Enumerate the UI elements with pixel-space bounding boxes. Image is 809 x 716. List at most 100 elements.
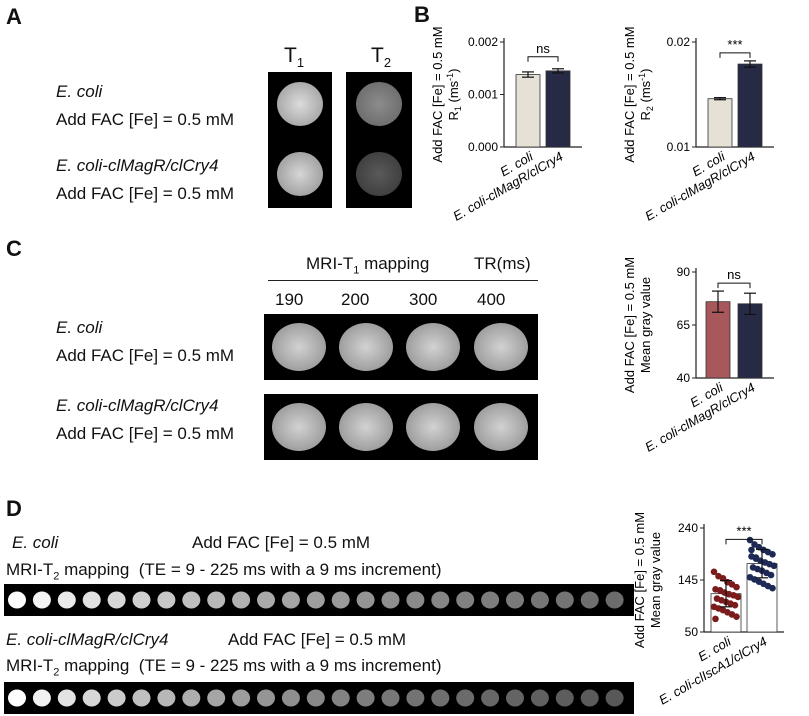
d-ecoli-phantom xyxy=(456,591,475,609)
d-ecoli-phantom xyxy=(32,591,51,609)
d-ecoli-phantom xyxy=(57,591,76,609)
phantom-c-ecoli-200 xyxy=(339,323,393,371)
phantom-a-ecoli-t2 xyxy=(356,82,402,126)
significance-label: ns xyxy=(536,41,550,56)
d-mutant-phantom xyxy=(8,689,26,707)
d-ecoli-phantom xyxy=(207,591,226,609)
a-row1-condition: Add FAC [Fe] = 0.5 mM xyxy=(56,110,235,129)
panel-label-a: A xyxy=(6,4,22,29)
data-point xyxy=(770,562,778,570)
c-tr-label: TR(ms) xyxy=(474,254,531,273)
y-axis-label-line1: Add FAC [Fe] = 0.5 mM xyxy=(634,512,647,648)
panel-label-d: D xyxy=(6,496,22,521)
data-point xyxy=(734,593,742,601)
data-point xyxy=(746,536,754,544)
data-point xyxy=(710,568,718,576)
data-point xyxy=(748,546,755,554)
d-mutant-phantom xyxy=(82,689,101,707)
data-point xyxy=(733,583,740,591)
significance-label: *** xyxy=(727,37,742,52)
d-ecoli-phantom xyxy=(406,591,425,609)
d-ecoli-strip xyxy=(4,584,634,616)
data-point xyxy=(716,587,724,594)
d-mutant-phantom xyxy=(406,689,425,707)
d-mutant-phantom xyxy=(281,689,300,707)
y-tick-label: 40 xyxy=(677,371,691,385)
d-mutant-phantom xyxy=(331,689,350,707)
col-header-t2: T2 xyxy=(371,44,392,71)
a-row1-strain: E. coli xyxy=(56,82,103,101)
d-mutant-phantom xyxy=(580,689,599,707)
d-mutant-phantom xyxy=(157,689,176,707)
d-mutant-phantom xyxy=(207,689,226,707)
d-row2-mapping: MRI-T2 mapping (TE = 9 - 225 ms with a 9… xyxy=(6,656,442,679)
data-point xyxy=(769,550,776,558)
y-axis-label-line1: Add FAC [Fe] = 0.5 mM xyxy=(622,26,637,162)
c-header-rule xyxy=(268,280,538,281)
d-mutant-phantom xyxy=(132,689,151,707)
data-point xyxy=(767,571,775,579)
d-mutant-phantom xyxy=(456,689,475,707)
c-tr-190: 190 xyxy=(275,290,304,309)
d-row1-mapping: MRI-T2 mapping (TE = 9 - 225 ms with a 9… xyxy=(6,560,442,583)
y-tick-label: 50 xyxy=(685,625,699,639)
data-point xyxy=(769,584,776,592)
panel-label-b: B xyxy=(414,2,430,27)
c-tr-200: 200 xyxy=(341,290,370,309)
d-mutant-phantom xyxy=(107,689,126,707)
d-row2-strain: E. coli-clMagR/clCry4 xyxy=(6,630,169,649)
d-mutant-phantom xyxy=(232,689,251,707)
d-ecoli-phantom xyxy=(331,591,350,609)
phantom-a-ecoli-t1 xyxy=(277,82,323,126)
d-mutant-phantom xyxy=(182,689,201,707)
d-mutant-phantom xyxy=(555,689,574,707)
y-axis-label-line2: Mean gray value xyxy=(638,277,653,373)
d-ecoli-phantom xyxy=(481,591,500,609)
d-mutant-strip xyxy=(4,682,634,714)
significance-bracket xyxy=(719,52,751,58)
data-point xyxy=(752,554,760,561)
a-row2-strain: E. coli-clMagR/clCry4 xyxy=(56,156,219,175)
y-tick-label: 240 xyxy=(678,521,698,535)
d-ecoli-phantom xyxy=(8,591,26,609)
c-row1-condition: Add FAC [Fe] = 0.5 mM xyxy=(56,346,235,365)
bar-1 xyxy=(737,303,763,379)
d-mutant-phantom xyxy=(605,689,624,707)
phantom-a-mutant-t2 xyxy=(356,152,402,196)
bar-1 xyxy=(737,63,763,148)
c-tr-300: 300 xyxy=(409,290,438,309)
c-row2-condition: Add FAC [Fe] = 0.5 mM xyxy=(56,424,235,443)
d-mutant-phantom xyxy=(431,689,450,707)
y-axis-label-line2: Mean gray value xyxy=(648,532,663,628)
d-mutant-phantom xyxy=(481,689,500,707)
bar-1 xyxy=(545,70,571,148)
d-ecoli-phantom xyxy=(431,591,450,609)
d-mutant-phantom xyxy=(506,689,524,707)
bar-0 xyxy=(707,98,733,148)
data-point xyxy=(731,601,739,609)
phantom-c-mutant-200 xyxy=(339,403,393,451)
y-axis-label-line2: R1 (ms-1) xyxy=(445,68,463,120)
d-mutant-phantom xyxy=(257,689,275,707)
y-tick-label: 90 xyxy=(677,265,691,279)
d-ecoli-phantom xyxy=(580,591,599,609)
d-ecoli-phantom xyxy=(132,591,151,609)
d-ecoli-phantom xyxy=(182,591,201,609)
c-row1-strain: E. coli xyxy=(56,318,103,337)
significance-label: *** xyxy=(736,523,751,538)
y-axis-label-line1: Add FAC [Fe] = 0.5 mM xyxy=(622,257,637,393)
d-ecoli-phantom xyxy=(157,591,176,609)
y-tick-label: 0.02 xyxy=(667,35,691,49)
phantom-a-mutant-t1 xyxy=(277,152,323,196)
significance-label: ns xyxy=(727,267,741,282)
d-ecoli-phantom xyxy=(530,591,549,609)
d-ecoli-phantom xyxy=(381,591,400,609)
d-ecoli-phantom xyxy=(605,591,624,609)
col-header-t1: T1 xyxy=(284,44,305,71)
d-ecoli-phantom xyxy=(555,591,574,609)
phantom-c-mutant-300 xyxy=(406,403,460,451)
bar-0 xyxy=(515,74,541,148)
significance-bracket xyxy=(527,56,559,62)
y-tick-label: 0.002 xyxy=(468,35,498,49)
